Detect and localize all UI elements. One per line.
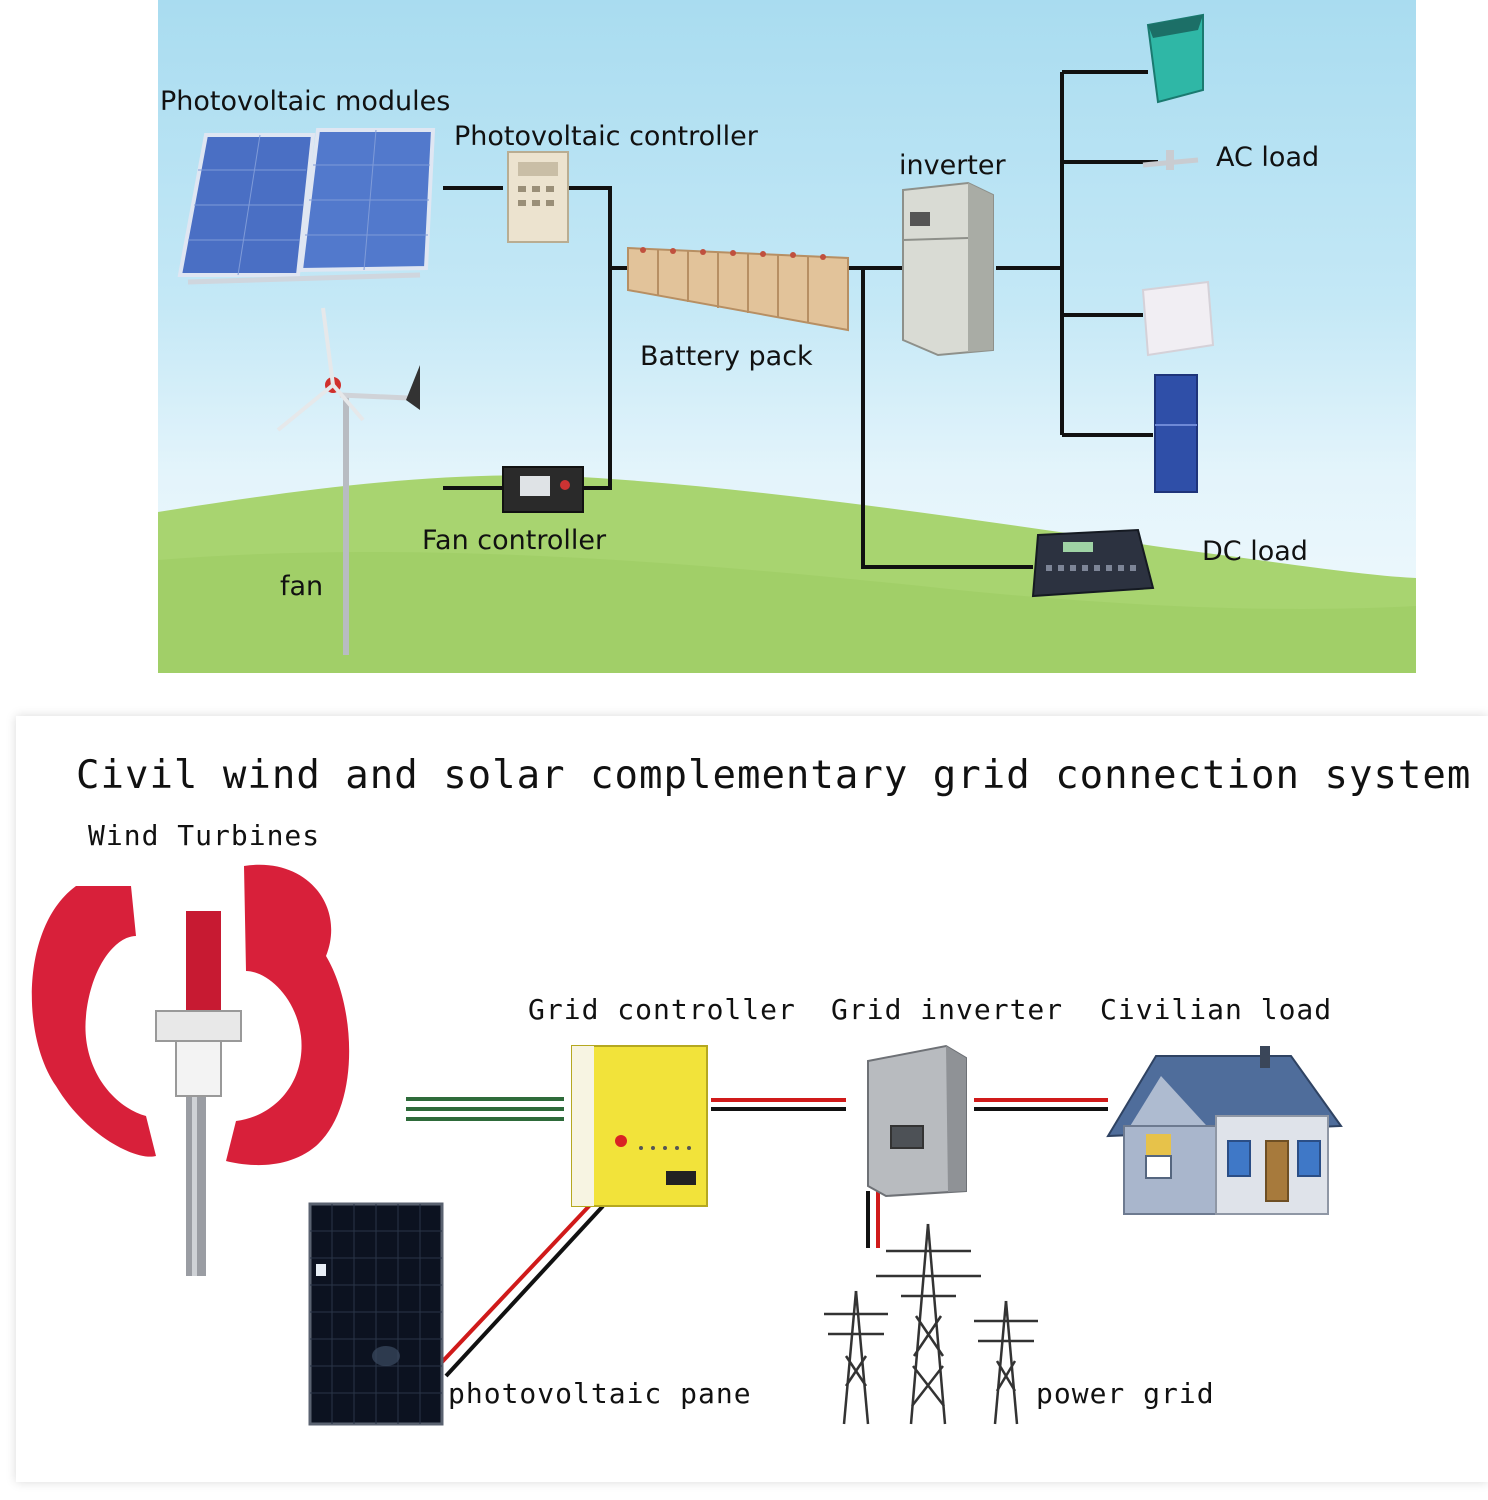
vertical-wind-turbine-icon [31,864,350,1276]
label-pv-modules: Photovoltaic modules [160,86,451,117]
label-ac-load: AC load [1216,142,1320,173]
ceiling-fan-icon [1142,150,1199,170]
grid-inverter-icon [867,1044,967,1198]
grid-controller-icon [571,1045,708,1207]
pylon-center [876,1223,981,1425]
label-pv-controller: Photovoltaic controller [454,121,758,152]
label-inverter: inverter [899,150,1006,181]
house-icon [1106,1046,1343,1215]
diagram-title: Civil wind and solar complementary grid … [76,753,1472,798]
solar-panel-icon [177,128,436,285]
dc-load-icon [1031,528,1155,598]
label-civilian-load: Civilian load [1100,993,1333,1026]
pylon-left [824,1290,888,1425]
label-battery-pack: Battery pack [640,341,813,372]
label-fan: fan [280,571,324,602]
wiring [406,1097,1108,1378]
label-power-grid: power grid [1036,1377,1215,1410]
grid-system-panel: Civil wind and solar complementary grid … [16,716,1488,1482]
ac-load-appliances [1141,13,1215,493]
fan-controller-icon [502,466,584,513]
offgrid-system-panel: Photovoltaic modules Photovoltaic contro… [158,0,1416,673]
pylon-right [974,1300,1038,1425]
wind-fan-icon [276,307,420,655]
inverter-icon [902,181,994,357]
offgrid-diagram-graphics [158,13,1416,673]
label-wind-turbines: Wind Turbines [88,819,321,852]
label-grid-controller: Grid controller [528,993,796,1026]
refrigerator-icon [1154,374,1198,493]
label-pv-pane: photovoltaic pane [448,1377,752,1410]
power-grid-pylons-icon [824,1223,1038,1425]
pv-controller-icon [507,151,569,243]
water-heater-icon [1146,13,1204,104]
label-grid-inverter: Grid inverter [831,993,1064,1026]
air-conditioner-icon [1141,280,1215,357]
grid-diagram-graphics [31,864,1343,1426]
pv-pane-icon [308,1202,444,1426]
label-dc-load: DC load [1202,536,1308,567]
battery-pack-icon [627,246,849,332]
label-fan-controller: Fan controller [422,525,607,556]
grass-shade [158,551,1416,673]
